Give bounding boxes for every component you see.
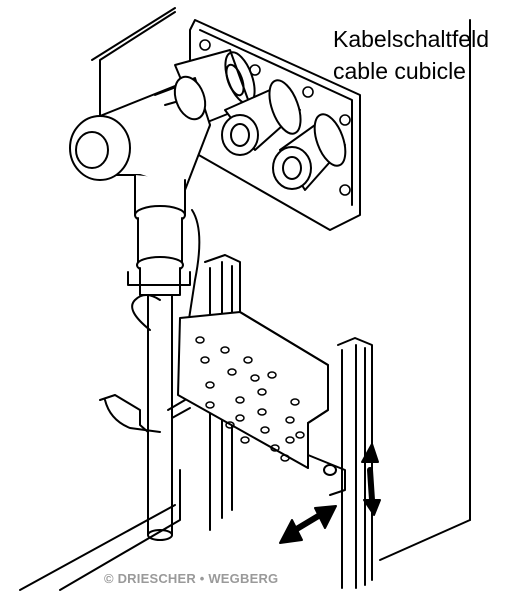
bushing-3 [272, 113, 347, 191]
copyright-notice: © DRIESCHER • WEGBERG [104, 571, 279, 586]
horizontal-adjust-arrow-icon [279, 505, 337, 544]
vertical-adjust-arrow-icon [361, 443, 381, 516]
bushing-2 [221, 79, 302, 156]
cubicle-frame [19, 7, 471, 591]
t-connector [69, 75, 211, 346]
cable-clamp [99, 394, 191, 433]
rail-clamp [307, 454, 346, 496]
label-english: cable cubicle [333, 58, 466, 84]
label-german: Kabelschaltfeld [333, 26, 489, 52]
perforated-bracket [177, 311, 329, 469]
cable [131, 294, 173, 541]
